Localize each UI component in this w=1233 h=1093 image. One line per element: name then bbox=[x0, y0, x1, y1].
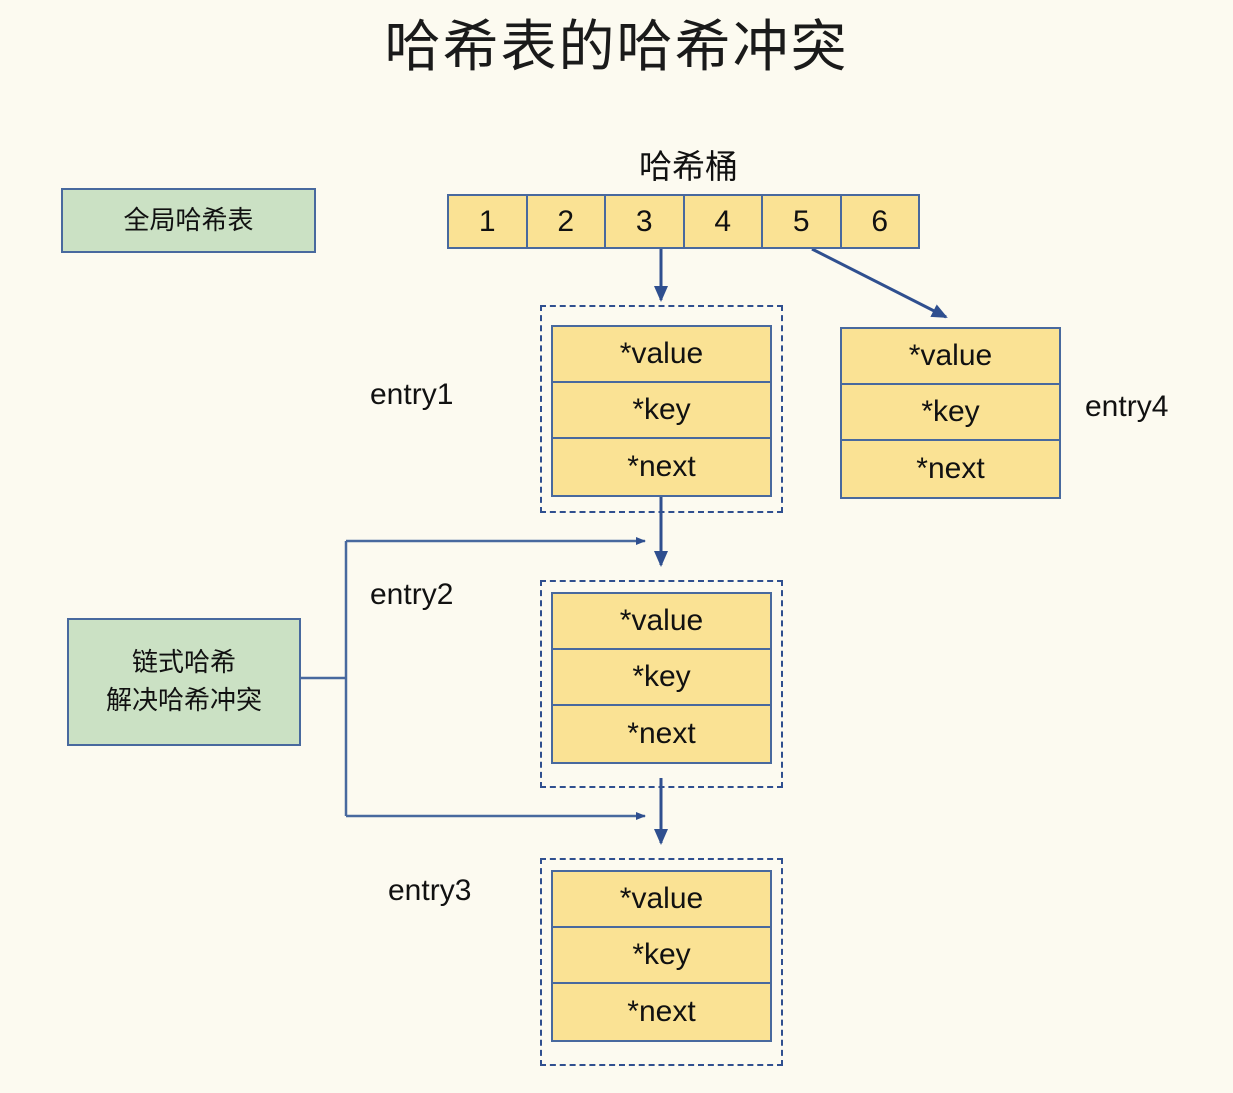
entry2-field-key: *key bbox=[553, 650, 770, 706]
entry2-label: entry2 bbox=[370, 578, 454, 611]
entry1-field-next: *next bbox=[553, 439, 770, 495]
chain-hash-box: 链式哈希 解决哈希冲突 bbox=[67, 618, 301, 746]
entry1-label: entry1 bbox=[370, 378, 454, 411]
bucket-cell-4[interactable]: 4 bbox=[682, 194, 763, 249]
global-hash-table-box: 全局哈希表 bbox=[61, 188, 316, 253]
entry4-field-key: *key bbox=[842, 385, 1059, 441]
entry3-node: *value *key *next bbox=[551, 870, 772, 1042]
bucket-cell-6[interactable]: 6 bbox=[839, 194, 920, 249]
bucket-cell-1[interactable]: 1 bbox=[447, 194, 528, 249]
entry2-node: *value *key *next bbox=[551, 592, 772, 764]
bucket-cell-2[interactable]: 2 bbox=[525, 194, 606, 249]
entry3-field-key: *key bbox=[553, 928, 770, 984]
entry3-dashed-boundary bbox=[540, 858, 783, 1066]
entry3-field-value: *value bbox=[553, 872, 770, 928]
entry3-field-next: *next bbox=[553, 984, 770, 1040]
chain-hash-label-line2: 解决哈希冲突 bbox=[105, 685, 262, 715]
entry2-field-next: *next bbox=[553, 706, 770, 762]
arrow-bucket5-to-entry4 bbox=[811, 247, 948, 319]
bucket-cell-3[interactable]: 3 bbox=[604, 194, 685, 249]
entry4-node: *value *key *next bbox=[840, 327, 1061, 499]
page-title: 哈希表的哈希冲突 bbox=[384, 15, 849, 78]
entry3-label: entry3 bbox=[388, 874, 472, 907]
hash-bucket-array: 1 2 3 4 5 6 bbox=[447, 194, 920, 249]
entry1-field-value: *value bbox=[553, 327, 770, 383]
entry2-dashed-boundary bbox=[540, 580, 783, 788]
bucket-cell-5[interactable]: 5 bbox=[761, 194, 842, 249]
entry1-field-key: *key bbox=[553, 383, 770, 439]
hash-bucket-label: 哈希桶 bbox=[639, 148, 738, 185]
global-hash-table-label: 全局哈希表 bbox=[123, 204, 254, 235]
entry4-field-next: *next bbox=[842, 441, 1059, 497]
entry1-dashed-boundary bbox=[540, 305, 783, 513]
entry4-label: entry4 bbox=[1085, 390, 1169, 423]
entry1-node: *value *key *next bbox=[551, 325, 772, 497]
chain-hash-label-line1: 链式哈希 bbox=[131, 647, 236, 678]
entry2-field-value: *value bbox=[553, 594, 770, 650]
entry4-field-value: *value bbox=[842, 329, 1059, 385]
